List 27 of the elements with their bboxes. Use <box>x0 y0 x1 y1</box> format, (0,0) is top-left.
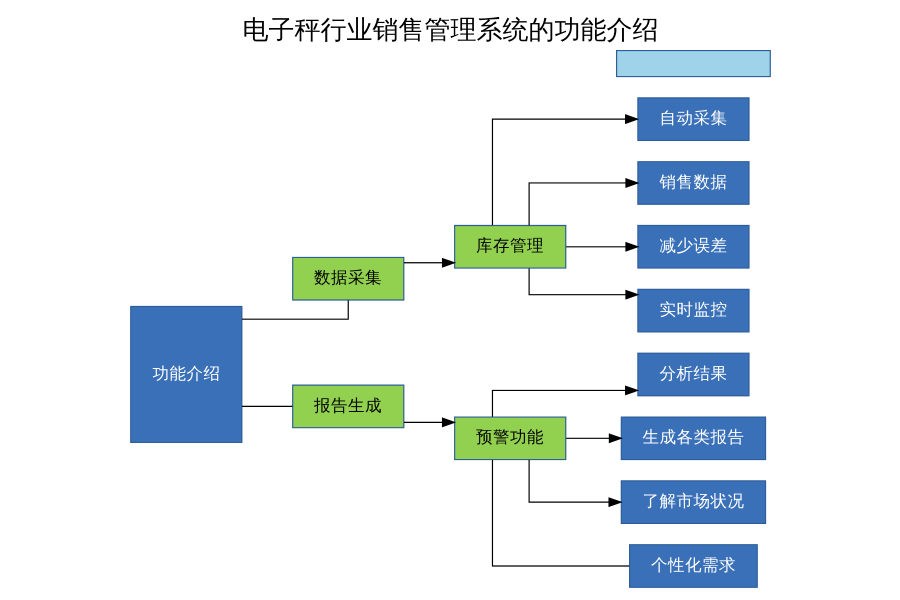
node-box: 生成各类报告 <box>620 416 766 460</box>
arrow <box>528 268 640 300</box>
arrow <box>491 114 639 226</box>
node-box: 库存管理 <box>454 224 566 269</box>
arrow <box>491 385 639 417</box>
node-box: 个性化需求 <box>628 544 758 588</box>
node-box: 数据采集 <box>292 256 404 301</box>
node-box: 销售数据 <box>636 161 750 205</box>
arrow <box>566 242 640 252</box>
arrow <box>566 433 623 444</box>
node-box: 了解市场状况 <box>620 480 766 524</box>
node-box <box>616 50 770 78</box>
node-box: 报告生成 <box>292 384 404 428</box>
connector <box>242 300 348 320</box>
node-box: 自动采集 <box>636 97 750 141</box>
diagram-title: 电子秤行业销售管理系统的功能介绍 <box>242 15 658 46</box>
arrow <box>403 258 456 268</box>
node-box: 减少误差 <box>636 224 750 269</box>
arrow <box>403 417 456 428</box>
node-box: 预警功能 <box>454 416 566 460</box>
connector <box>491 460 629 567</box>
node-box: 实时监控 <box>636 288 750 332</box>
node-box: 功能介绍 <box>130 306 242 444</box>
node-box: 分析结果 <box>636 352 750 396</box>
arrow <box>528 460 622 508</box>
arrow <box>528 178 640 226</box>
connector <box>242 406 292 407</box>
